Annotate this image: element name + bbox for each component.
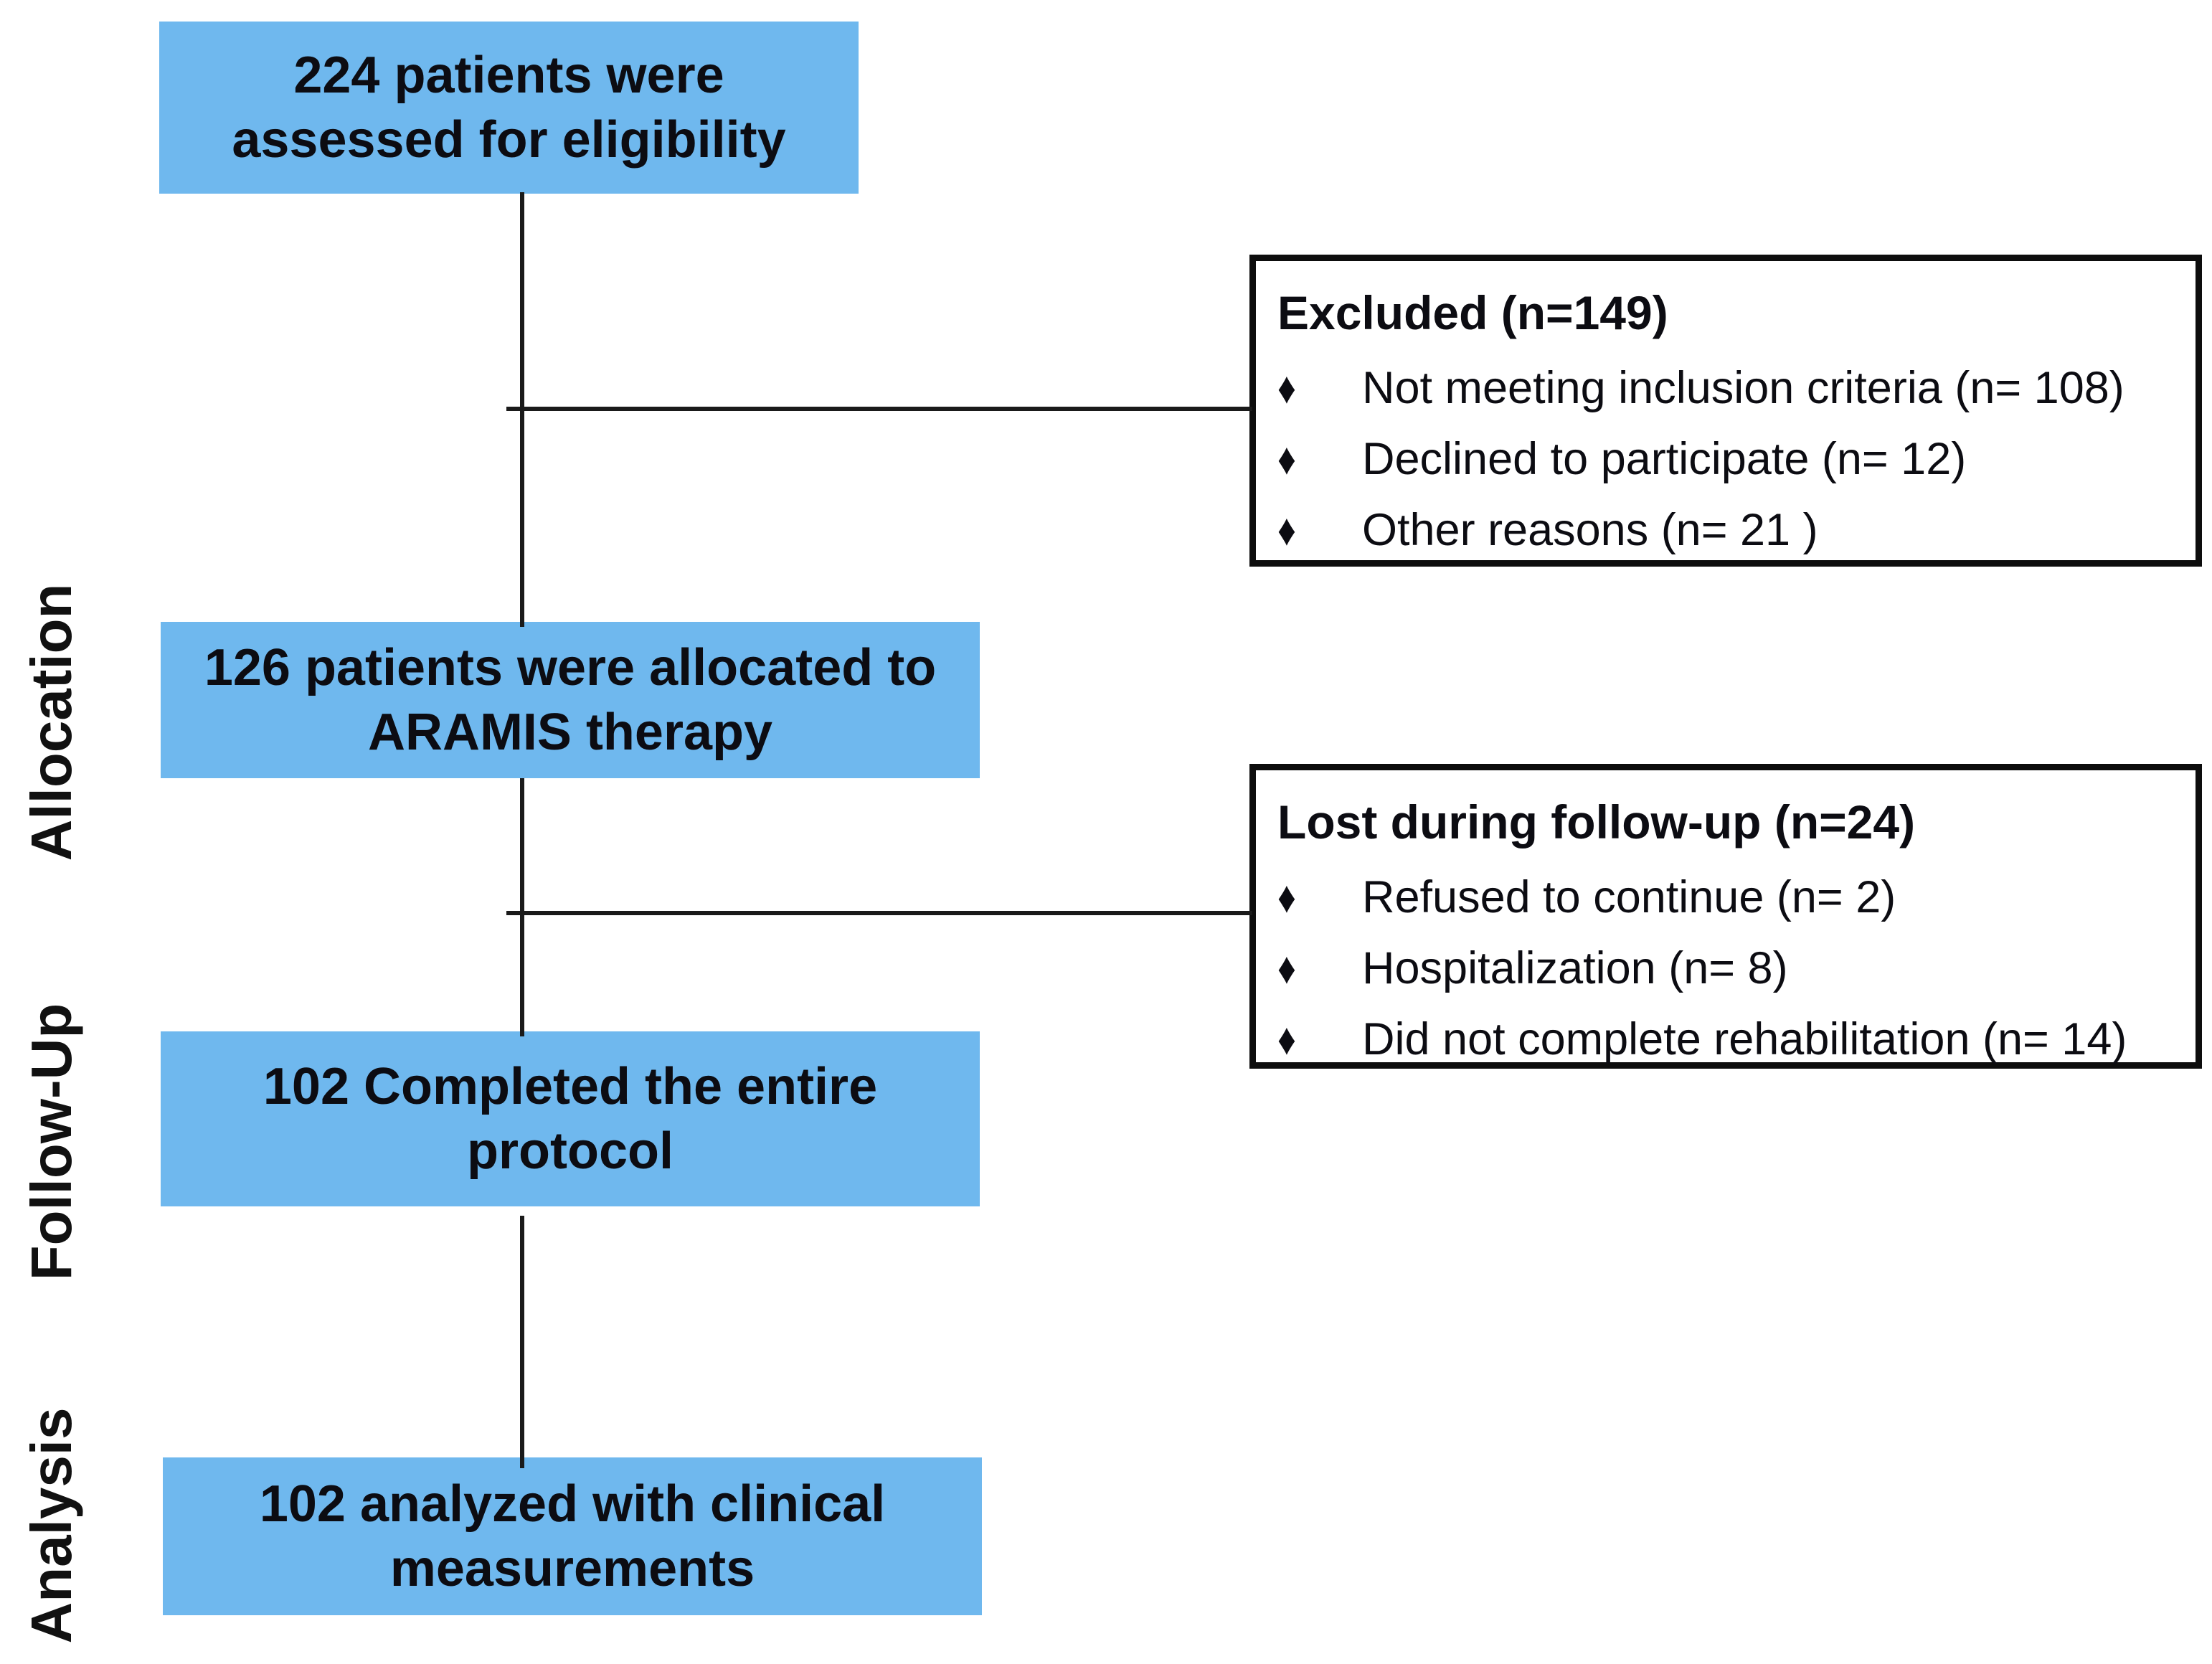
connector-allocation-to-followup (520, 778, 524, 1036)
excluded-item: ♦ Other reasons (n= 21 ) (1277, 505, 2178, 556)
excluded-item: ♦ Declined to participate (n= 12) (1277, 434, 2178, 485)
node-text-line: protocol (467, 1122, 673, 1180)
diamond-bullet-icon: ♦ (1277, 364, 1296, 413)
lost-item-text: Refused to continue (n= 2) (1362, 872, 1896, 922)
node-text-line: 126 patients were allocated to (204, 639, 937, 696)
connector-branch-excluded (506, 407, 1252, 411)
node-text-line: 102 analyzed with clinical (259, 1475, 886, 1533)
excluded-item-text: Not meeting inclusion criteria (n= 108) (1362, 363, 2124, 413)
node-text-line: assessed for eligibility (232, 111, 786, 169)
connector-branch-lost-follow-up (506, 911, 1252, 915)
lost-item-text: Hospitalization (n= 8) (1362, 943, 1788, 993)
node-text-line: measurements (389, 1540, 755, 1597)
excluded-item-text: Declined to participate (n= 12) (1362, 434, 1967, 484)
stage-label-allocation: Allocation (19, 583, 83, 861)
excluded-box: Excluded (n=149) ♦ Not meeting inclusion… (1249, 255, 2202, 567)
lost-follow-up-title: Lost during follow-up (n=24) (1277, 795, 1916, 848)
node-analyzed: 102 analyzed with clinical measurements (163, 1457, 982, 1615)
node-completed-protocol: 102 Completed the entire protocol (161, 1031, 980, 1206)
excluded-item: ♦ Not meeting inclusion criteria (n= 108… (1277, 363, 2178, 414)
node-assessed-for-eligibility: 224 patients were assessed for eligibili… (159, 22, 859, 194)
node-text-line: 224 patients were (293, 47, 724, 104)
lost-item: ♦ Did not complete rehabilitation (n= 14… (1277, 1014, 2178, 1065)
excluded-title: Excluded (n=149) (1277, 286, 1668, 339)
stage-label-analysis: Analysis (19, 1407, 83, 1644)
diamond-bullet-icon: ♦ (1277, 873, 1296, 922)
diamond-bullet-icon: ♦ (1277, 435, 1296, 484)
diamond-bullet-icon: ♦ (1277, 506, 1296, 555)
stage-label-follow-up: Follow-Up (19, 1003, 83, 1281)
node-allocated-to-therapy: 126 patients were allocated to ARAMIS th… (161, 622, 980, 778)
lost-item-text: Did not complete rehabilitation (n= 14) (1362, 1014, 2127, 1064)
lost-item: ♦ Refused to continue (n= 2) (1277, 872, 2178, 923)
connector-followup-to-analysis (520, 1216, 524, 1468)
node-text-line: 102 Completed the entire (263, 1058, 878, 1115)
excluded-item-text: Other reasons (n= 21 ) (1362, 505, 1818, 555)
lost-item: ♦ Hospitalization (n= 8) (1277, 943, 2178, 994)
lost-follow-up-box: Lost during follow-up (n=24) ♦ Refused t… (1249, 764, 2202, 1069)
node-text-line: ARAMIS therapy (367, 704, 773, 761)
diamond-bullet-icon: ♦ (1277, 944, 1296, 993)
diamond-bullet-icon: ♦ (1277, 1015, 1296, 1064)
